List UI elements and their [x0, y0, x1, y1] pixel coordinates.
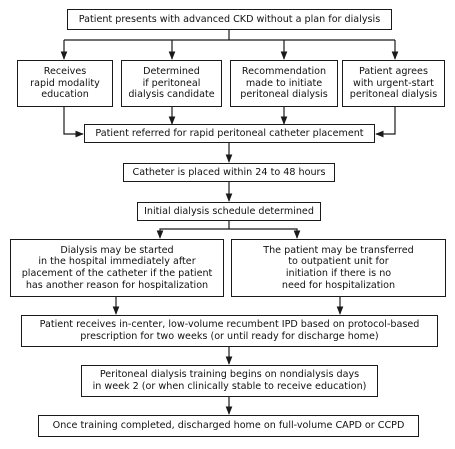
arrow-education-to-referred	[63, 107, 84, 138]
training-box: Peritoneal dialysis training begins on n…	[81, 365, 378, 397]
catheter-box: Catheter is placed within 24 to 48 hours	[123, 163, 335, 182]
start-box: Patient presents with advanced CKD witho…	[67, 9, 392, 30]
outpatient-box: The patient may be transferred to outpat…	[231, 239, 446, 297]
ipd-box: Patient receives in-center, low-volume r…	[21, 315, 438, 347]
discharge-box: Once training completed, discharged home…	[38, 415, 419, 437]
education-box: Receives rapid modality education	[17, 60, 113, 107]
recommendation-box: Recommendation made to initiate peritone…	[230, 60, 338, 107]
referred-box: Patient referred for rapid peritoneal ca…	[84, 124, 375, 143]
arrow-agrees-to-referred	[375, 107, 396, 138]
pd-candidate-box: Determined if peritoneal dialysis candid…	[121, 60, 222, 107]
hospital-box: Dialysis may be started in the hospital …	[10, 239, 224, 297]
schedule-box: Initial dialysis schedule determined	[137, 202, 321, 221]
arrow-schedule-to-outpatient	[229, 228, 301, 239]
agrees-box: Patient agrees with urgent-start periton…	[342, 60, 445, 107]
arrow-schedule-to-hospital	[156, 221, 230, 239]
